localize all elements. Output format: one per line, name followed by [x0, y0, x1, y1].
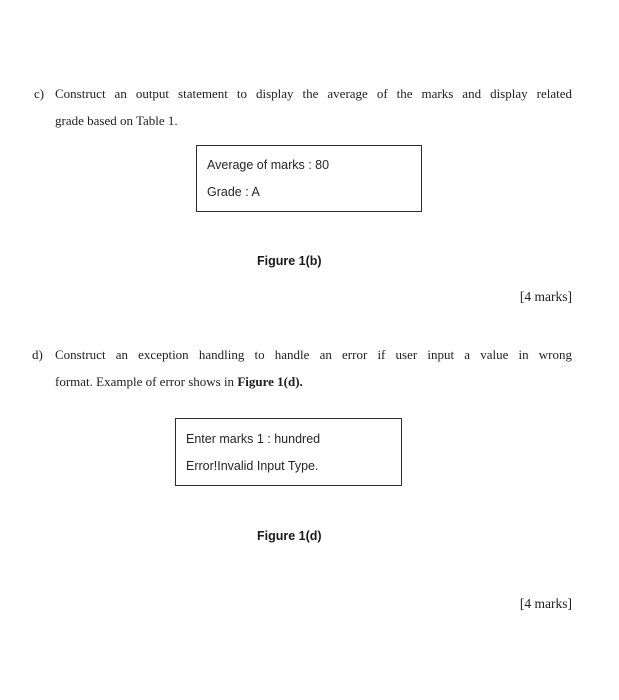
figure-b-output-box: Average of marks : 80 Grade : A — [196, 145, 422, 212]
figure-d-output-line1: Enter marks 1 : hundred — [186, 432, 321, 446]
figure-b-output-line2: Grade : A — [207, 185, 260, 199]
question-c-marks: [4 marks] — [519, 289, 572, 304]
question-d-marks: [4 marks] — [519, 596, 572, 611]
figure-b-output-line1: Average of marks : 80 — [207, 158, 330, 172]
question-c-label: c) — [34, 86, 45, 101]
figure-d-caption: Figure 1(d) — [257, 529, 322, 543]
question-d-line2-text: format. Example of error shows in — [55, 374, 238, 389]
question-d-line2: format. Example of error shows in Figure… — [55, 368, 572, 395]
question-d-label: d) — [32, 347, 43, 362]
question-c-text: Construct an output statement to display… — [55, 80, 572, 134]
figure-d-output-line2: Error!Invalid Input Type. — [186, 459, 319, 473]
question-c-line2: grade based on Table 1. — [55, 113, 178, 128]
question-d-line1: Construct an exception handling to handl… — [55, 347, 572, 362]
figure-d-output-box: Enter marks 1 : hundred Error!Invalid In… — [175, 418, 402, 486]
question-d-figure-reference: Figure 1(d). — [237, 374, 303, 389]
question-c-line1: Construct an output statement to display… — [55, 86, 572, 101]
question-d-text: Construct an exception handling to handl… — [55, 341, 572, 395]
figure-b-caption: Figure 1(b) — [257, 254, 322, 268]
